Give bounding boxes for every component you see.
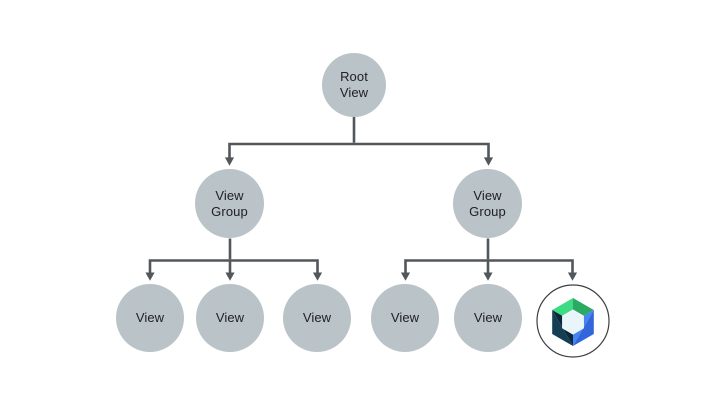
node-view-1: View: [116, 284, 184, 352]
arrow-down-icon: [312, 272, 323, 281]
arrow-down-icon: [483, 272, 493, 281]
node-view-group-left: View Group: [195, 169, 264, 238]
node-root-view: Root View: [322, 53, 386, 117]
node-label: View: [135, 310, 165, 325]
connector-right-group-to-views: [400, 238, 578, 281]
jetpack-compose-icon: [536, 284, 610, 358]
connector-root-to-groups: [224, 116, 494, 166]
node-label: View: [390, 310, 420, 325]
node-label: Root View: [339, 69, 369, 100]
arrow-down-icon: [224, 157, 235, 166]
node-view-5: View: [454, 284, 522, 352]
connector-left-group-to-views: [145, 238, 323, 281]
node-label: View Group: [469, 187, 506, 219]
node-label: View Group: [211, 187, 248, 219]
connector-line: [228, 142, 490, 158]
arrow-down-icon: [145, 272, 155, 281]
arrow-down-icon: [483, 157, 494, 166]
node-label: View: [302, 310, 332, 325]
node-view-3: View: [283, 284, 351, 352]
node-view-4: View: [371, 284, 439, 352]
connector-line: [148, 259, 319, 273]
node-view-2: View: [196, 284, 264, 352]
node-label: View: [473, 310, 503, 325]
arrow-down-icon: [225, 272, 235, 281]
arrow-down-icon: [400, 272, 411, 281]
arrow-down-icon: [567, 272, 578, 281]
compose-cube: [552, 298, 594, 346]
node-view-group-right: View Group: [453, 169, 522, 238]
node-label: View: [215, 310, 245, 325]
